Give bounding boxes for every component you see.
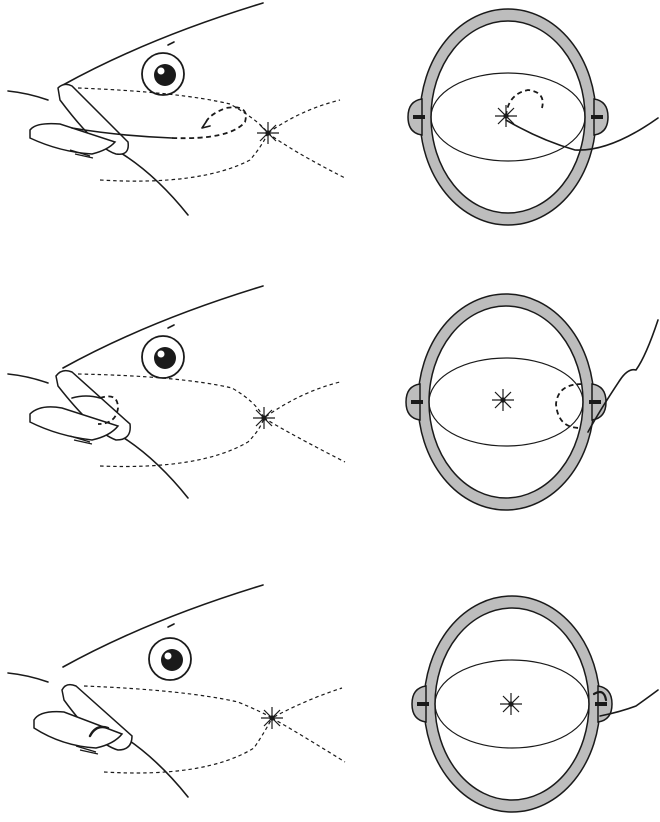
eye-icon: [142, 53, 184, 95]
fish-head-side-view: [8, 3, 263, 215]
contour: [264, 418, 345, 462]
jaw: [30, 84, 128, 158]
star-marker-icon: [500, 693, 522, 715]
mouth-ring-icon: [406, 294, 606, 510]
star-marker-icon: [492, 389, 514, 411]
panel-3: [8, 585, 658, 812]
hook-path: [506, 90, 543, 116]
hook-path: [172, 107, 246, 138]
jaw: [34, 685, 132, 754]
hook-path: [556, 384, 582, 428]
fishing-line: [588, 320, 658, 432]
eye-icon: [142, 336, 184, 378]
contour: [268, 133, 345, 178]
star-marker-icon: [253, 407, 275, 429]
panel-1: [8, 3, 658, 225]
fish-head-icon: [8, 3, 263, 215]
eye-icon: [149, 638, 191, 680]
contour: [272, 718, 345, 762]
star-marker-icon: [257, 122, 279, 144]
star-marker-icon: [261, 707, 283, 729]
fish-head-icon: [8, 585, 263, 797]
contour: [84, 686, 342, 718]
panel-2: [8, 286, 658, 510]
hook-icon: [202, 122, 210, 128]
fish-head-side-view: [8, 585, 263, 797]
